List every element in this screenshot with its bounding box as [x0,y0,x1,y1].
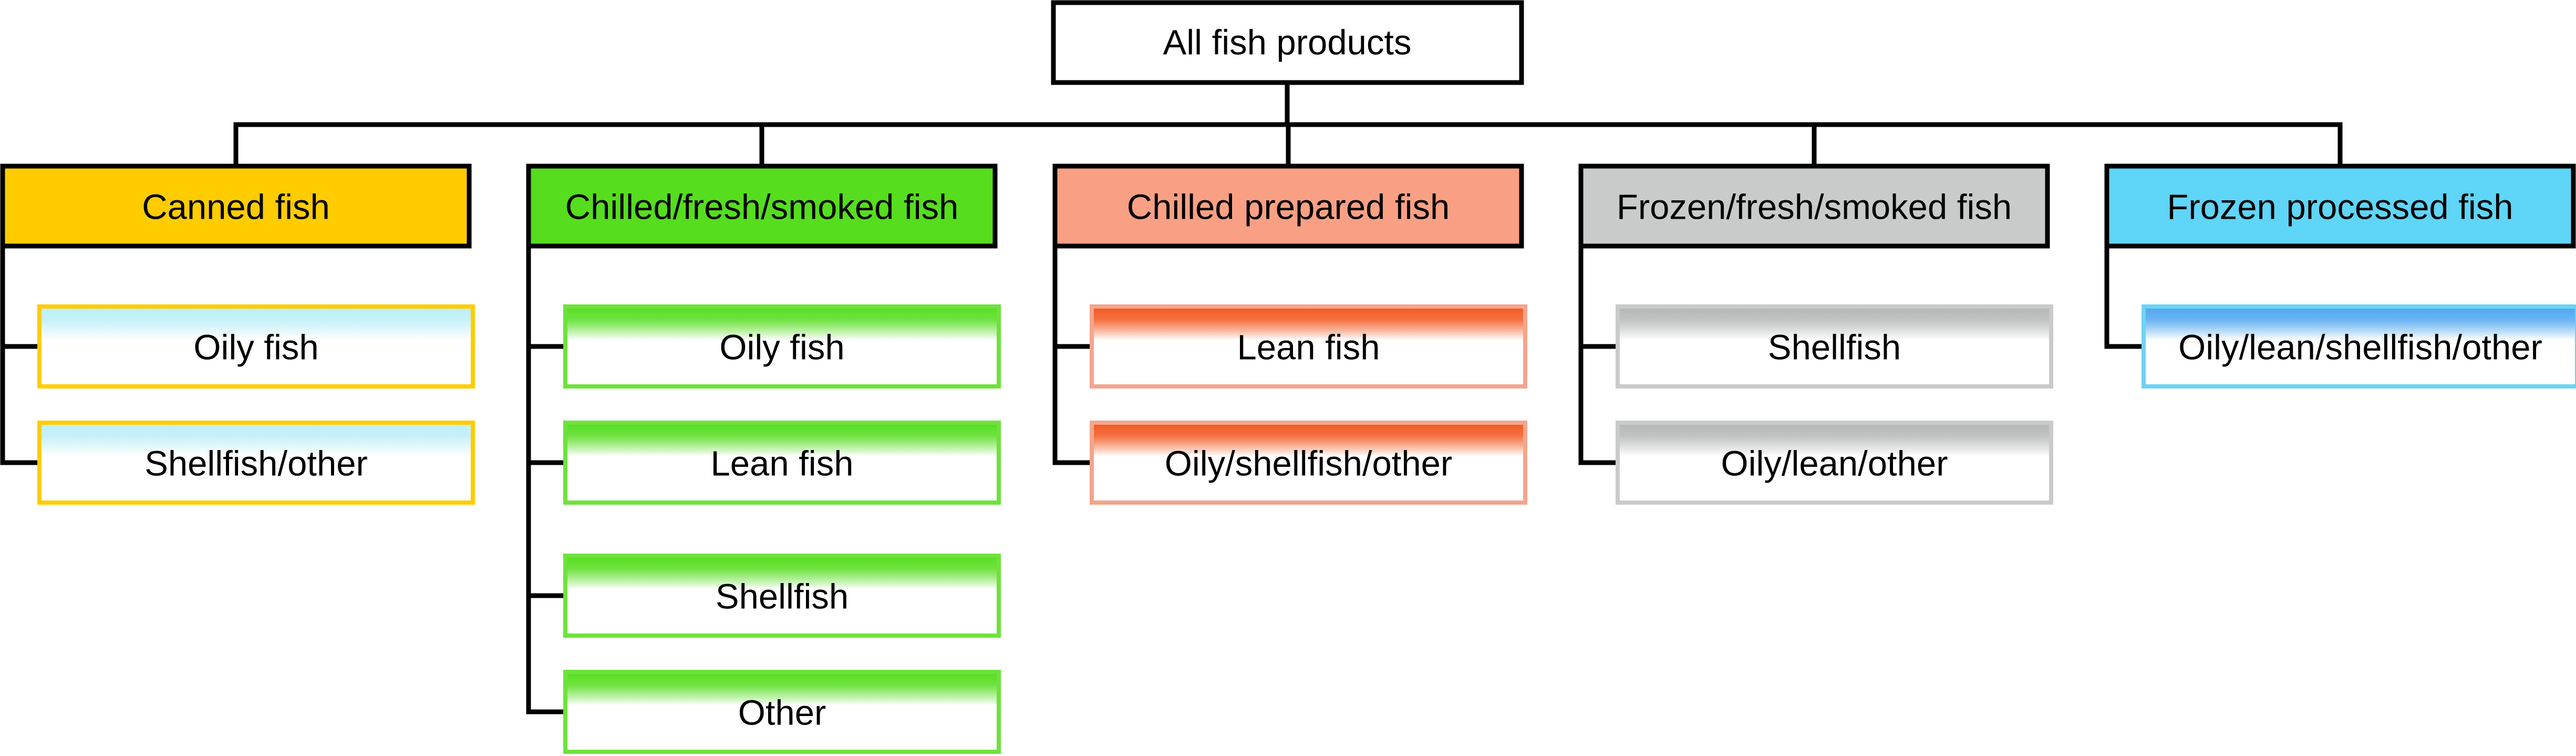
root-node: All fish products [1051,0,1524,85]
category-label: Chilled prepared fish [1127,188,1450,227]
child-box [1616,304,2053,389]
category-label: Frozen/fresh/smoked fish [1617,188,2012,227]
category-node: Frozen processed fishOily/lean/shellfish… [2104,164,2576,389]
child-node: Shellfish/other [37,421,475,505]
child-node: Shellfish [563,554,1001,638]
category-label: Chilled/fresh/smoked fish [565,188,958,227]
child-box [563,554,1001,638]
category-box [1578,164,2050,249]
category-label: Frozen processed fish [2167,188,2513,227]
child-label: Oily fish [193,328,318,367]
root-box [1051,0,1524,85]
child-box [1090,421,1527,505]
child-node: Oily fish [37,304,475,389]
child-label: Oily/shellfish/other [1165,444,1452,484]
child-box [563,670,1001,754]
category-box [2104,164,2576,249]
child-label: Lean fish [1237,328,1380,367]
child-node: Oily/lean/shellfish/other [2142,304,2576,389]
child-label: Other [738,693,826,733]
category-box [0,164,472,249]
child-box [37,304,475,389]
child-node: Oily/shellfish/other [1090,421,1527,505]
child-box [37,421,475,505]
category-node: Frozen/fresh/smoked fishShellfishOily/le… [1578,164,2053,505]
child-label: Oily/lean/other [1721,444,1948,484]
child-box [563,421,1001,505]
child-node: Shellfish [1616,304,2053,389]
child-node: Other [563,670,1001,754]
child-node: Lean fish [1090,304,1527,389]
child-label: Lean fish [711,444,854,484]
category-box [1052,164,1524,249]
root-label: All fish products [1163,23,1412,63]
child-label: Oily fish [719,328,844,367]
category-label: Canned fish [142,188,330,227]
child-node: Oily fish [563,304,1001,389]
child-box [1090,304,1527,389]
child-box [2142,304,2576,389]
tree-connectors [0,80,2343,714]
child-box [563,304,1001,389]
child-box [1616,421,2053,505]
child-label: Shellfish [716,577,849,617]
child-label: Shellfish/other [144,444,368,484]
child-label: Shellfish [1768,328,1901,367]
child-label: Oily/lean/shellfish/other [2178,328,2542,367]
category-box [526,164,998,249]
child-node: Oily/lean/other [1616,421,2053,505]
child-node: Lean fish [563,421,1001,505]
